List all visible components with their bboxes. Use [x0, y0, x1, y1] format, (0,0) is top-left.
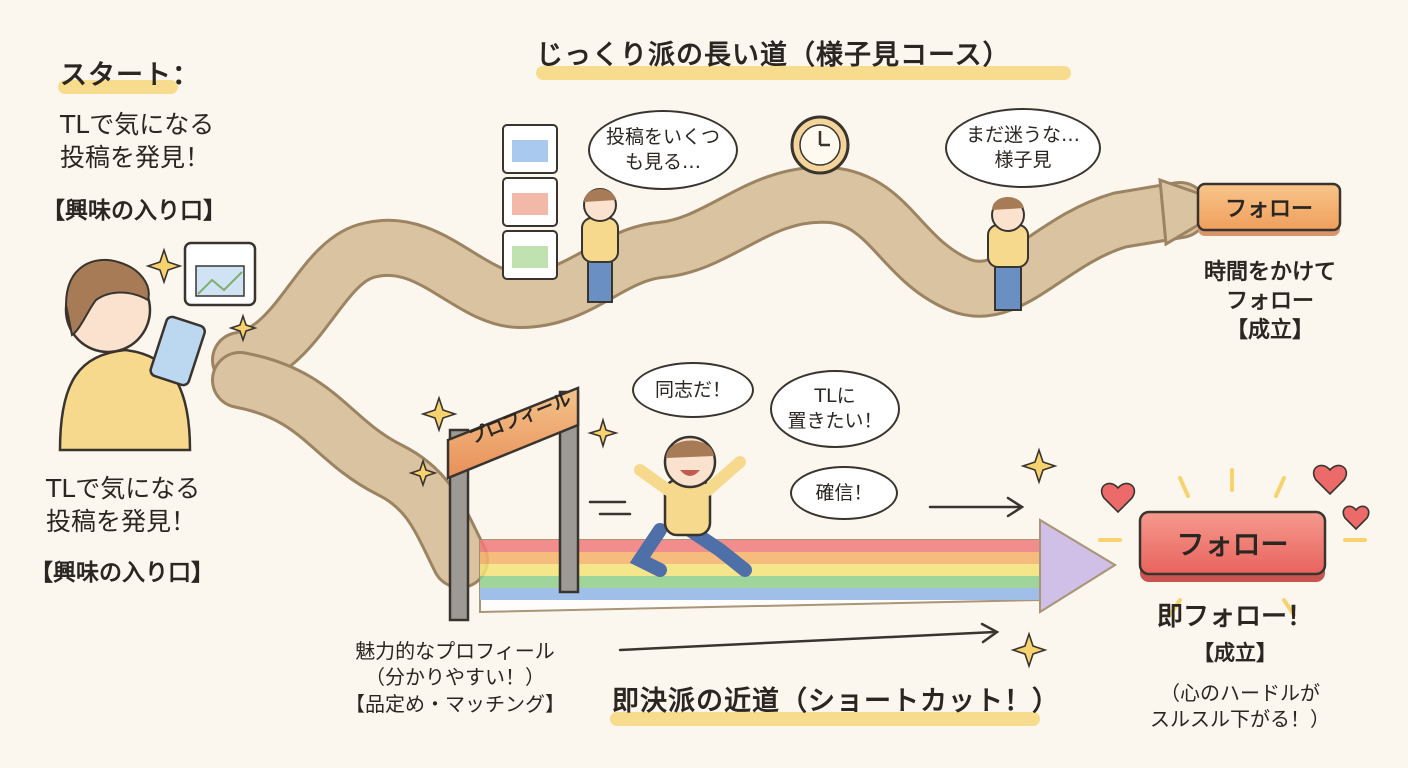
fast-follow-button-shape	[1138, 510, 1327, 582]
bubble-comrade: 同志だ！	[632, 362, 754, 418]
fast-result-title: 即フォロー！	[1156, 602, 1313, 632]
profile-gate	[446, 386, 580, 622]
start-title-highlight	[58, 80, 178, 94]
start-repeat-label: 【興味の入り口】	[30, 560, 214, 586]
fast-result-note: （心のハードルが スルスル下がる！）	[1150, 681, 1330, 732]
glow-lines	[1098, 468, 1367, 617]
clock-icon	[790, 115, 850, 175]
slow-follow-button: フォロー	[1224, 197, 1313, 222]
bubble-conviction: 確信！	[790, 466, 898, 520]
stacked-post-cards-icon	[502, 124, 558, 280]
fast-path-title: 即決派の近道（ショートカット！）	[612, 686, 1060, 717]
slow-road	[211, 165, 1236, 389]
fast-title-highlight	[610, 712, 1040, 726]
rainbow-arrow	[479, 518, 1117, 614]
start-title: スタート：	[60, 60, 200, 91]
running-person-figure	[629, 435, 752, 577]
speed-lines	[588, 496, 1025, 652]
fast-result-status: 【成立】	[1193, 641, 1277, 665]
bubble-browsing-posts: 投稿をいくつ も見る…	[588, 110, 738, 190]
browsing-person-figure	[581, 188, 619, 303]
heart-icons	[1100, 464, 1370, 531]
slow-path-result: 時間をかけて フォロー 【成立】	[1203, 260, 1336, 344]
fast-follow-button: フォロー	[1176, 528, 1289, 561]
hesitating-person-figure	[987, 196, 1029, 311]
sparkle-icons	[145, 247, 1058, 669]
bubble-want-on-tl: TLに 置きたい！	[770, 370, 900, 448]
start-repeat-description: TLで気になる 投稿を発見！	[46, 474, 201, 536]
slow-follow-button-shape	[1196, 182, 1342, 236]
start-label: 【興味の入り口】	[42, 198, 226, 224]
profile-caption: 魅力的なプロフィール （分かりやすい！） 【品定め・マッチング】	[345, 639, 565, 716]
start-person-figure	[58, 258, 206, 452]
post-card-icon	[183, 241, 257, 307]
start-description: TLで気になる 投稿を発見！	[60, 110, 215, 172]
bubble-still-hesitating: まだ迷うな… 様子見	[945, 108, 1101, 188]
fast-road	[211, 351, 489, 589]
slow-title-highlight	[536, 66, 1071, 80]
slow-path-title: じっくり派の長い道（様子見コース）	[536, 40, 1011, 71]
